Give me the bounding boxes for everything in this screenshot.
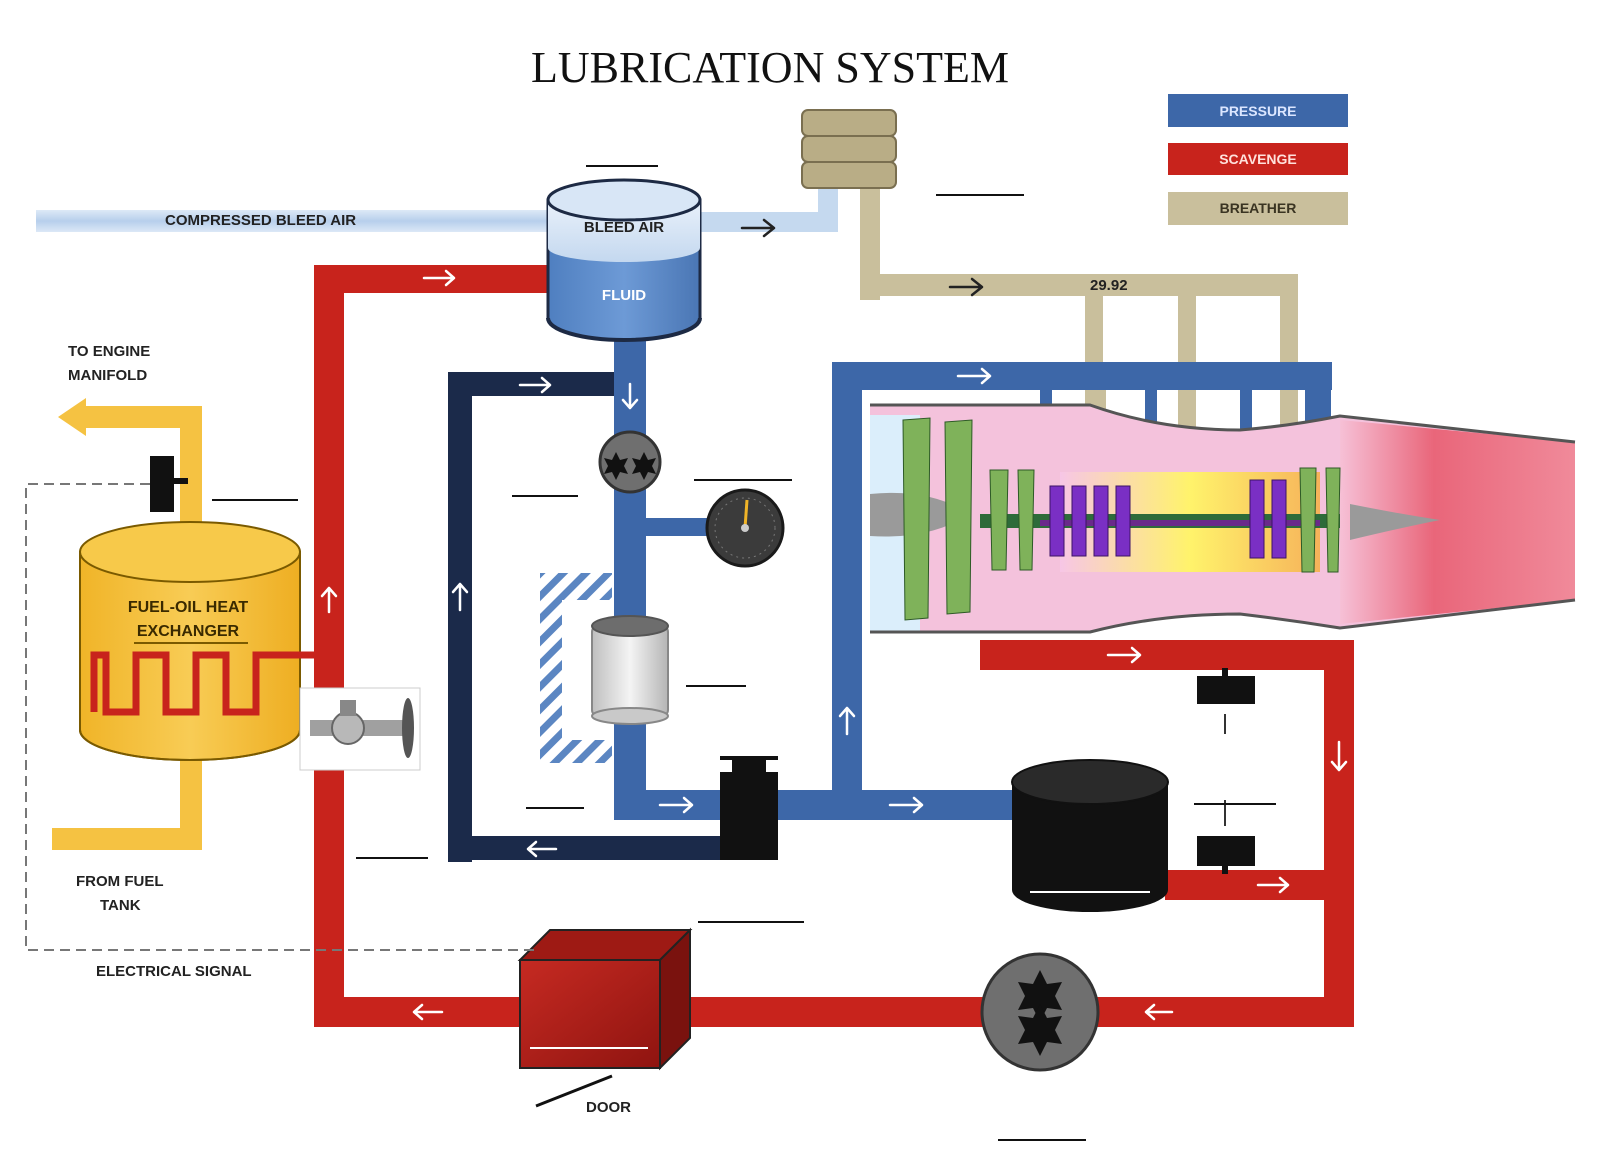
sump-tank-icon	[1011, 759, 1169, 912]
gauge-icon	[705, 488, 785, 568]
legend-pressure-label: PRESSURE	[1219, 103, 1296, 119]
legend: PRESSURE SCAVENGE BREATHER	[1168, 94, 1348, 225]
page-title: LUBRICATION SYSTEM	[531, 43, 1009, 92]
pressure-reading: 29.92	[1090, 277, 1128, 294]
electrical-signal-line	[25, 483, 540, 951]
legend-breather-label: BREATHER	[1220, 200, 1297, 216]
from-fuel-tank-label-1: FROM FUEL	[76, 873, 164, 890]
to-engine-manifold-label-1: TO ENGINE	[68, 343, 150, 360]
pressure-pump-icon	[598, 430, 662, 494]
door-label: DOOR	[586, 1099, 631, 1116]
from-fuel-tank-label-2: TANK	[100, 897, 141, 914]
solenoid-valve-icon	[150, 456, 188, 512]
electrical-signal-label: ELECTRICAL SIGNAL	[96, 963, 252, 980]
bleed-air-line: COMPRESSED BLEED AIR	[36, 185, 838, 238]
legend-pressure-swatch	[1168, 94, 1348, 127]
blank-label-lines	[212, 165, 1276, 1141]
chip-detector-icon	[1197, 668, 1255, 874]
legend-scavenge-swatch	[1168, 143, 1348, 175]
to-engine-manifold-label-2: MANIFOLD	[68, 367, 147, 384]
scavenge-lines	[314, 265, 1354, 1027]
oil-cooler-icon	[517, 927, 693, 1071]
valve-icon	[299, 687, 421, 771]
heat-exchanger-label-line-2: EXCHANGER	[137, 623, 240, 640]
turbine-engine-icon	[870, 403, 1576, 634]
bleed-air-label: BLEED AIR	[584, 219, 664, 236]
legend-breather-swatch	[1168, 192, 1348, 225]
scavenge-pump-icon	[980, 952, 1100, 1072]
compressed-bleed-air-label: COMPRESSED BLEED AIR	[165, 212, 356, 229]
pressure-relief-valve-icon	[720, 756, 778, 860]
breather-vent-icon	[801, 109, 897, 189]
fluid-label: FLUID	[602, 287, 646, 304]
door-pointer	[535, 1074, 613, 1108]
oil-tank-icon: BLEED AIR FLUID	[546, 178, 702, 342]
filter-icon	[591, 615, 669, 725]
fuel-oil-heat-exchanger-icon: FUEL-OIL HEAT EXCHANGER	[79, 521, 314, 761]
heat-exchanger-label-line-1: FUEL-OIL HEAT	[128, 599, 249, 616]
bypass-line	[448, 372, 720, 862]
legend-scavenge-label: SCAVENGE	[1219, 151, 1297, 167]
